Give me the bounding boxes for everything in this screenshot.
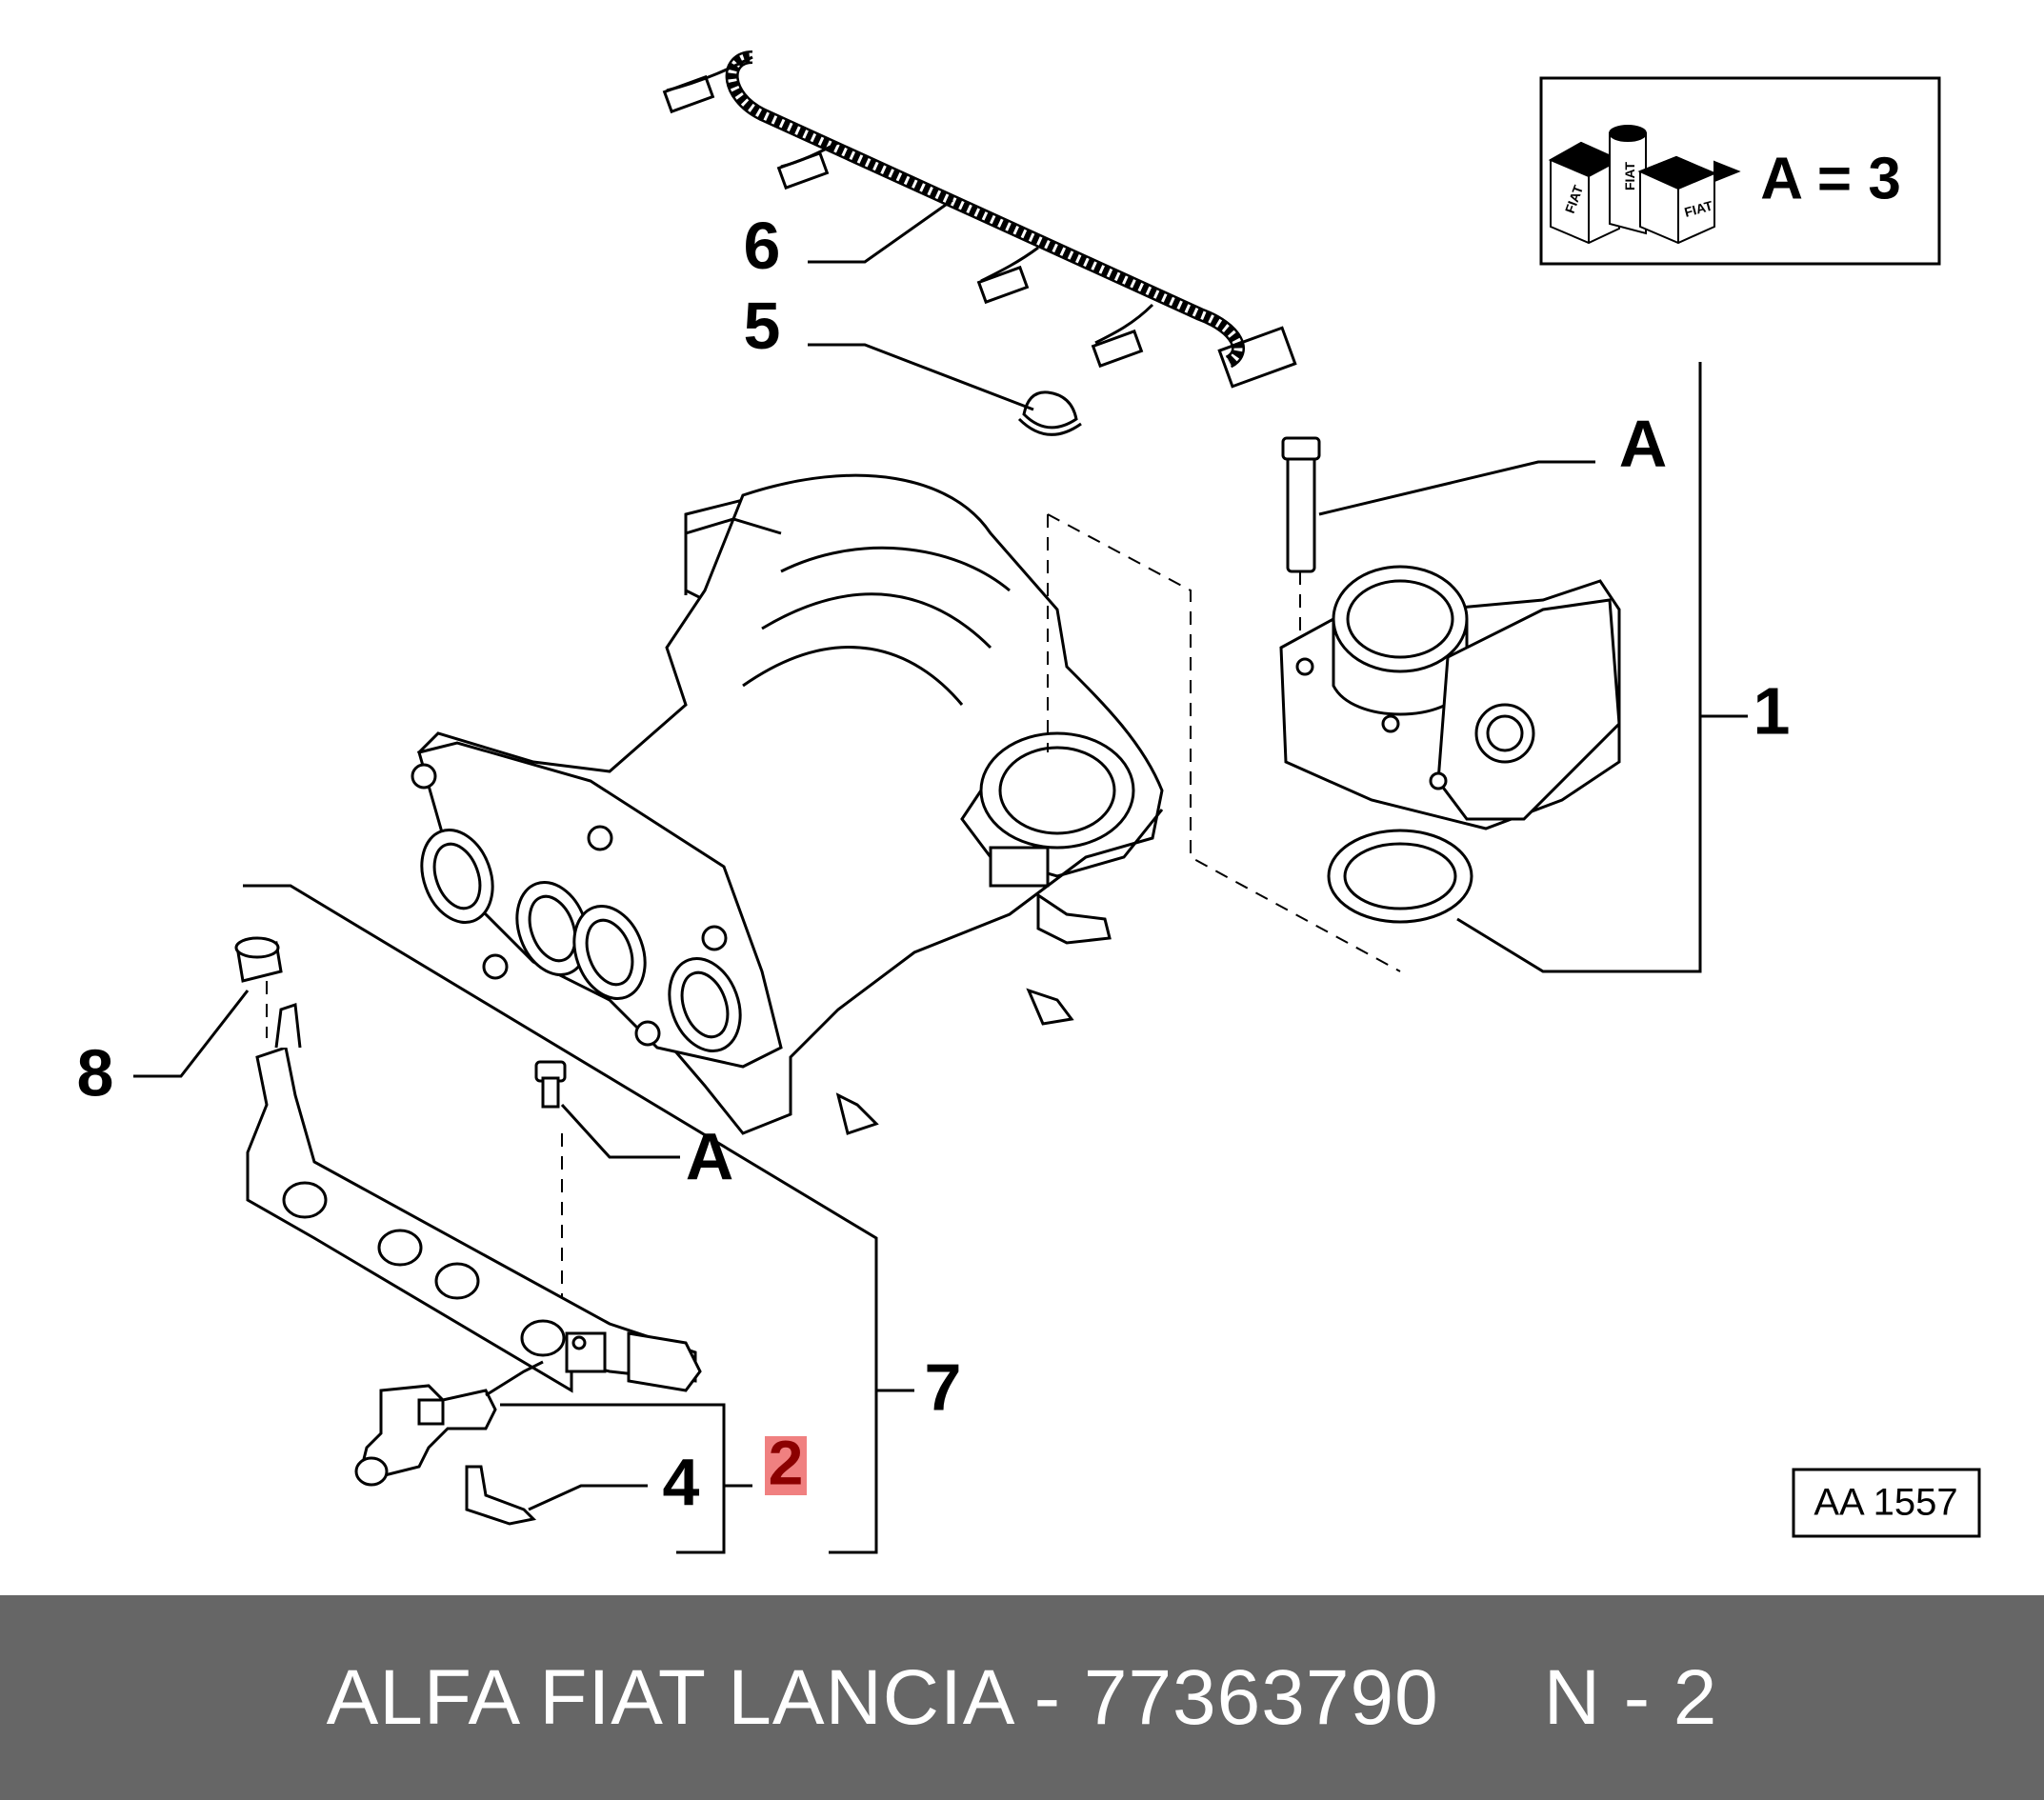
manifold-bolt: [534, 1060, 567, 1109]
throttle-body: [1279, 436, 1621, 830]
leader-lines: [133, 198, 1748, 1554]
callout-1: 1: [1753, 673, 1791, 748]
diagram-code-box: AA 1557: [1792, 1468, 1981, 1538]
callout-labels: 6 5 A 1 8 A 7 4: [77, 209, 1791, 1519]
callout-7: 7: [925, 1350, 962, 1424]
fiat-parts-boxes-icon: FIAT FIAT FIAT: [1548, 125, 1741, 245]
fiat-box-label-2: FIAT: [1683, 198, 1715, 220]
callout-2-highlighted: 2: [765, 1427, 807, 1497]
quantity-legend-box: FIAT FIAT FIAT A = 3: [1539, 76, 1941, 266]
diagram-code: AA 1557: [1814, 1482, 1957, 1524]
callout-4: 4: [663, 1445, 700, 1519]
rubber-cap: [1017, 390, 1082, 436]
fuel-rail-cap: [234, 936, 283, 983]
legend-text: A = 3: [1760, 146, 1901, 211]
injector-clip: [465, 1465, 537, 1526]
fiat-can-label: FIAT: [1622, 161, 1637, 190]
footer-brand-part: ALFA FIAT LANCIA - 77363790: [326, 1653, 1439, 1741]
callout-a-manifold: A: [686, 1119, 734, 1193]
fuel-injector: [354, 1360, 544, 1487]
callout-5: 5: [744, 289, 781, 363]
throttle-gasket-ring: [1327, 829, 1473, 924]
callout-8: 8: [77, 1035, 114, 1110]
footer-page-ref: N - 2: [1543, 1653, 1718, 1741]
callout-2: 2: [769, 1427, 804, 1497]
footer-text: ALFA FIAT LANCIA - 77363790 N - 2: [0, 1595, 2044, 1800]
exploded-parts-diagram: 6 5 A 1 8 A 7 4 2 FIAT FIAT FIAT A = 3: [77, 50, 1981, 1554]
callout-6: 6: [744, 209, 781, 283]
fuel-rail: [246, 1002, 702, 1393]
highlight-box: [765, 1436, 807, 1495]
footer-bar: ALFA FIAT LANCIA - 77363790 N - 2: [0, 1595, 2044, 1800]
wiring-harness: [662, 50, 1297, 389]
intake-manifold: [411, 473, 1164, 1135]
callout-a-throttle: A: [1619, 407, 1668, 481]
